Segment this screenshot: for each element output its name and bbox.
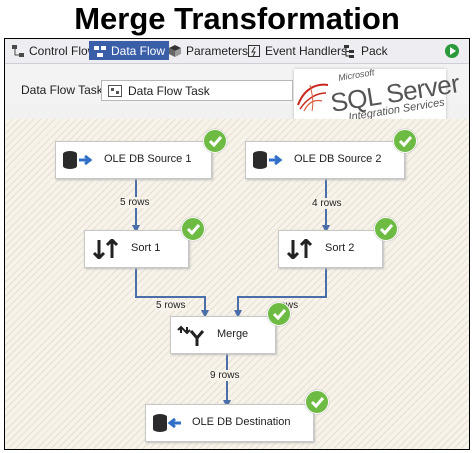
data-flow-icon <box>94 45 106 57</box>
tab-event-handlers-label: Event Handlers <box>265 43 348 58</box>
ole-db-destination-component[interactable]: OLE DB Destination <box>145 404 314 442</box>
success-check-icon <box>267 302 291 326</box>
ole-db-destination-label: OLE DB Destination <box>192 416 291 428</box>
page-title: Merge Transformation <box>74 1 400 36</box>
data-flow-task-icon <box>108 84 122 97</box>
rows-label-source1: 5 rows <box>119 197 151 208</box>
rows-label-source2: 4 rows <box>311 198 343 209</box>
success-check-icon <box>181 217 205 241</box>
ole-db-destination-icon <box>153 414 181 432</box>
sort-2-label: Sort 2 <box>325 242 355 254</box>
ole-db-source-2-label: OLE DB Source 2 <box>294 153 382 165</box>
sql-server-logo: Microsoft SQL Server Integration Service… <box>294 67 461 125</box>
success-check-icon <box>393 129 417 153</box>
success-check-icon <box>374 217 398 241</box>
data-flow-task-label: Data Flow Task: <box>21 83 107 97</box>
event-handlers-icon <box>248 44 260 57</box>
ole-db-source-icon <box>63 151 93 169</box>
sort-2-component[interactable]: Sort 2 <box>278 230 383 268</box>
tab-package-explorer-label: Pack <box>361 43 388 58</box>
ole-db-source-1-component[interactable]: OLE DB Source 1 <box>55 141 212 179</box>
sort-1-component[interactable]: Sort 1 <box>84 230 189 268</box>
merge-icon <box>177 325 205 346</box>
ole-db-source-2-component[interactable]: OLE DB Source 2 <box>245 141 405 179</box>
ssis-designer-window: Control Flow Data Flow Parameters Event … <box>4 38 470 450</box>
tab-control-flow[interactable]: Control Flow <box>11 41 96 60</box>
data-flow-task-value: Data Flow Task <box>128 83 210 98</box>
package-explorer-icon <box>344 44 354 58</box>
tab-control-flow-label: Control Flow <box>29 43 97 58</box>
tab-data-flow[interactable]: Data Flow <box>89 41 170 60</box>
tab-parameters[interactable]: Parameters <box>168 41 248 60</box>
ole-db-source-1-label: OLE DB Source 1 <box>104 153 192 165</box>
sql-server-logo-icon <box>297 83 329 112</box>
start-debugging-button[interactable] <box>445 44 459 58</box>
control-flow-icon <box>12 44 24 57</box>
tab-event-handlers[interactable]: Event Handlers <box>247 41 347 60</box>
merge-component[interactable]: Merge <box>170 316 276 354</box>
data-flow-task-select[interactable]: Data Flow Task <box>101 80 293 101</box>
rows-label-merge: 9 rows <box>209 370 241 381</box>
sort-icon <box>92 239 119 259</box>
path-sort2-merge[interactable] <box>234 266 327 318</box>
success-check-icon <box>203 129 227 153</box>
success-check-icon <box>305 390 329 414</box>
tab-data-flow-label: Data Flow <box>111 43 166 58</box>
ole-db-source-icon <box>253 151 283 169</box>
path-sort1-merge[interactable] <box>135 266 209 318</box>
tab-package-explorer[interactable]: Pack <box>343 41 399 60</box>
sort-icon <box>286 239 313 259</box>
parameters-icon <box>169 44 181 57</box>
tab-parameters-label: Parameters <box>186 43 249 58</box>
sort-1-label: Sort 1 <box>131 242 161 254</box>
merge-label: Merge <box>217 328 249 340</box>
data-flow-canvas: 5 rows 4 rows 5 rows rows 9 rows OLE DB … <box>5 119 469 449</box>
designer-tab-bar: Control Flow Data Flow Parameters Event … <box>5 39 469 64</box>
rows-label-sort1: 5 rows <box>155 300 187 311</box>
logo-microsoft-text: Microsoft <box>337 67 376 83</box>
